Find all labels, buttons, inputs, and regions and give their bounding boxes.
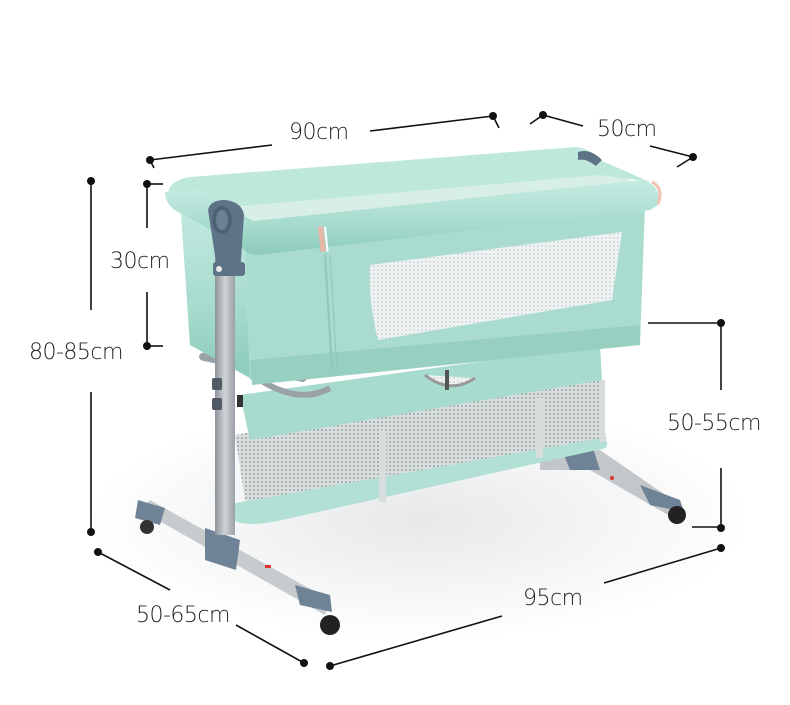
label-base-width: 50-65cm [136,603,230,628]
label-width-top: 50cm [597,117,657,142]
wheel-icon [668,506,686,524]
label-base-length: 95cm [523,586,583,611]
label-length-top: 90cm [289,120,349,145]
label-bed-depth: 30cm [110,249,170,274]
front-left-leg [135,200,340,635]
dimension-endpoints [87,111,725,670]
storage-basket [225,345,608,524]
dimension-lines [90,114,722,667]
crib-bed [165,147,662,385]
wheel-icon [140,520,154,534]
wheel-icon [320,615,340,635]
mesh-window [369,232,622,340]
label-bed-height: 50-55cm [667,411,761,436]
label-total-height: 80-85cm [29,340,123,365]
